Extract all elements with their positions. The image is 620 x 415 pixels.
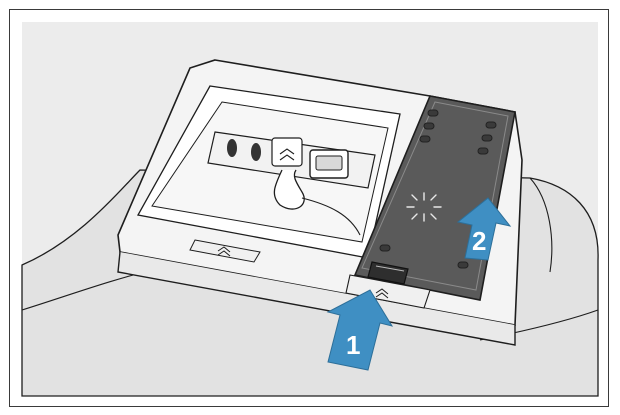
up-chevron-icon <box>271 137 303 167</box>
dishwasher-dispenser-diagram: 1 2 <box>21 22 599 397</box>
callout-arrow-1: 1 <box>326 289 394 371</box>
latch-mechanism <box>207 131 376 236</box>
illustration-frame: 1 2 <box>9 9 609 407</box>
callout-arrow-2: 2 <box>456 197 512 261</box>
callout-label-1: 1 <box>346 330 360 360</box>
rinse-aid-sun-icon <box>406 192 442 222</box>
callout-label-2: 2 <box>472 226 486 256</box>
front-ledge <box>345 274 431 309</box>
